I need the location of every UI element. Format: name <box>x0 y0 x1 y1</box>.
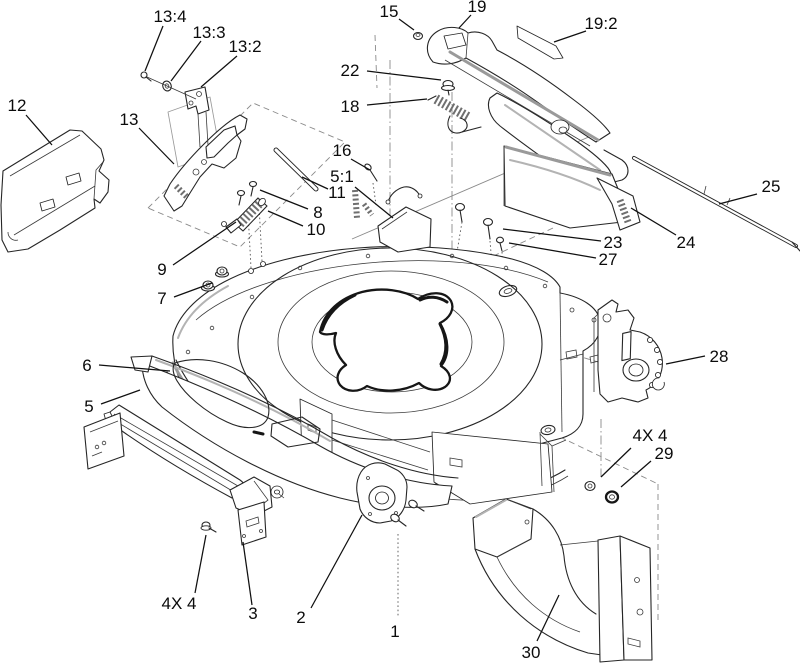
leader-8 <box>259 189 309 210</box>
part-11-rod <box>273 147 319 192</box>
part-9-latch <box>221 197 268 274</box>
part-19-2-decal <box>516 25 564 60</box>
callout-5-1: 5:1 <box>330 167 354 186</box>
leader-30 <box>536 594 560 642</box>
callout-18: 18 <box>341 97 360 116</box>
callout-10: 10 <box>307 220 326 239</box>
leader-4x4-right <box>600 447 632 478</box>
leader-7 <box>173 282 213 298</box>
part-25-control-rod <box>632 156 800 252</box>
deck-rim-holes <box>185 253 556 436</box>
callout-13: 13 <box>120 110 139 129</box>
leader-29 <box>620 460 652 488</box>
part-1-bolts <box>390 499 425 617</box>
leader-9 <box>172 221 237 266</box>
callout-12: 12 <box>8 96 27 115</box>
callout-28: 28 <box>710 347 729 366</box>
leader-13-4 <box>144 25 164 72</box>
callout-27: 27 <box>599 250 618 269</box>
leader-15 <box>398 18 415 31</box>
part-13-2-bracket <box>184 86 210 148</box>
part-13-3-washer <box>162 80 172 92</box>
callout-4x4-left: 4X 4 <box>162 594 197 613</box>
callout-24: 24 <box>677 233 696 252</box>
leader-23 <box>502 228 602 242</box>
part-23-bolts <box>454 202 494 240</box>
leader-lines <box>25 14 758 642</box>
callout-8: 8 <box>313 203 322 222</box>
leader-19 <box>458 14 472 29</box>
callout-23: 23 <box>604 233 623 252</box>
washer-4x4-right <box>584 480 596 492</box>
part-19-upper-handle-cover <box>426 26 629 187</box>
callout-19: 19 <box>468 0 487 16</box>
leader-18 <box>366 98 428 106</box>
callout-13-3: 13:3 <box>192 23 225 42</box>
callout-5: 5 <box>84 397 93 416</box>
leader-16 <box>350 158 371 171</box>
leader-13-2 <box>200 55 238 88</box>
callout-22: 22 <box>341 61 360 80</box>
leader-12 <box>25 114 53 146</box>
callout-16: 16 <box>333 141 352 160</box>
leader-2 <box>310 514 363 609</box>
leader-5 <box>100 389 141 405</box>
callout-1: 1 <box>390 622 399 641</box>
part-2-cover-plate <box>356 462 408 524</box>
callout-7: 7 <box>157 289 166 308</box>
part-5-1-rear-door <box>352 186 432 253</box>
part-8-screws <box>236 180 258 206</box>
blade-opening <box>318 288 454 392</box>
leader-5-1 <box>354 186 394 219</box>
leader-10 <box>267 210 304 227</box>
callout-25: 25 <box>762 177 781 196</box>
callout-2: 2 <box>296 608 305 627</box>
part-28-height-adjuster-bracket <box>593 299 665 403</box>
part-30-rear-deflector <box>472 498 653 663</box>
callout-29: 29 <box>655 444 674 463</box>
callout-3: 3 <box>248 604 257 623</box>
part-5-front-bumper <box>83 404 246 499</box>
part-13-4-screw <box>140 71 197 100</box>
part-29-washer <box>604 490 620 504</box>
leader-27 <box>508 242 597 259</box>
leader-13 <box>138 127 175 165</box>
leader-25 <box>718 193 758 205</box>
part-18-extension-spring <box>427 94 482 134</box>
leader-13-3 <box>170 40 202 82</box>
leader-3 <box>242 541 253 606</box>
deck-mount-bolt-circled <box>270 485 285 499</box>
callout-13-2: 13:2 <box>228 37 261 56</box>
callout-4x4-right: 4X 4 <box>633 426 668 445</box>
callout-13-4: 13:4 <box>153 7 186 26</box>
leader-4x4-left <box>194 534 207 594</box>
leader-28 <box>665 355 706 365</box>
leader-24 <box>630 207 677 236</box>
part-7-flange-nuts <box>200 266 230 292</box>
callout-labels: 13:4 13:3 13:2 12 13 15 19 19:2 22 18 16… <box>8 0 781 662</box>
part-13-handle-bracket <box>163 96 248 212</box>
leader-19-2 <box>553 30 587 43</box>
part-24-bag-chute <box>503 145 641 231</box>
part-22-bolt <box>440 79 456 96</box>
callout-15: 15 <box>380 2 399 21</box>
part-4-carriage-bolt-left <box>200 521 217 533</box>
part-12-side-discharge-panel <box>0 129 110 253</box>
leader-22 <box>366 70 442 81</box>
leader-6 <box>98 364 171 372</box>
part-3-bracket <box>229 476 273 546</box>
callout-30: 30 <box>522 643 541 662</box>
callout-9: 9 <box>157 260 166 279</box>
callout-19-2: 19:2 <box>584 14 617 33</box>
part-27-bolt <box>495 236 505 252</box>
leader-11 <box>301 176 329 190</box>
callout-6: 6 <box>82 356 91 375</box>
part-16-bolt <box>364 163 378 182</box>
callout-11: 11 <box>328 183 346 202</box>
part-15-nut <box>412 31 424 41</box>
